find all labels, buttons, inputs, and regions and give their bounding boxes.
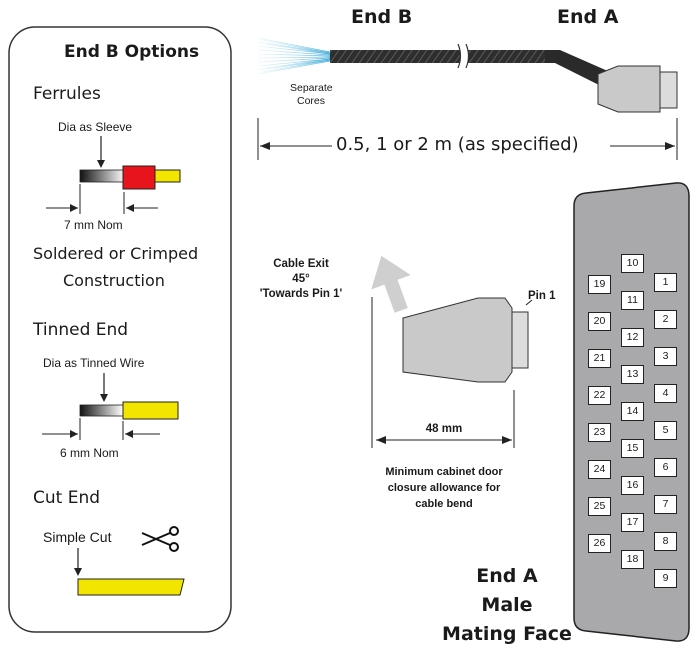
pin: 22 <box>588 386 611 405</box>
pin: 17 <box>621 513 644 532</box>
pin1-leader <box>525 299 533 306</box>
tinned-end-dia-label: Dia as Tinned Wire <box>43 356 145 370</box>
pin: 15 <box>621 439 644 458</box>
pin: 6 <box>654 458 677 477</box>
ferrules-construction-line1: Soldered or Crimped <box>33 244 199 263</box>
cable-exit-label-line2: 45° <box>292 273 310 285</box>
ferrule-drawing <box>46 136 181 214</box>
cable-break-mark <box>457 43 470 69</box>
mating-face-title-line3: Mating Face <box>442 623 572 645</box>
door-note-line2: closure allowance for <box>387 482 501 494</box>
tinned-end-drawing <box>42 373 179 440</box>
pin: 1 <box>654 273 677 292</box>
separate-cores <box>257 37 331 75</box>
width-label: 48 mm <box>425 423 463 435</box>
pin: 23 <box>588 423 611 442</box>
cut-end-label: Simple Cut <box>43 529 112 545</box>
pin: 14 <box>621 402 644 421</box>
pin: 13 <box>621 365 644 384</box>
pin: 16 <box>621 476 644 495</box>
pin: 2 <box>654 310 677 329</box>
ferrules-dia-label: Dia as Sleeve <box>58 120 133 134</box>
pin: 25 <box>588 497 611 516</box>
pin: 8 <box>654 532 677 551</box>
door-note-line1: Minimum cabinet door <box>385 466 503 478</box>
braided-cable-end <box>468 50 545 63</box>
pin: 24 <box>588 460 611 479</box>
end-b-label: End B <box>351 6 413 28</box>
ferrules-heading: Ferrules <box>33 84 101 104</box>
connector-side-view <box>402 297 529 383</box>
pin: 19 <box>588 275 611 294</box>
mating-face-title-line2: Male <box>481 594 533 616</box>
pin: 10 <box>621 254 644 273</box>
length-label: 0.5, 1 or 2 m (as specified) <box>336 134 579 155</box>
end-a-label: End A <box>557 6 619 28</box>
pin: 18 <box>621 550 644 569</box>
cut-end-heading: Cut End <box>33 488 101 508</box>
pin: 3 <box>654 347 677 366</box>
pin: 4 <box>654 384 677 403</box>
cable-exit-label-line1: Cable Exit <box>273 258 329 270</box>
pin: 7 <box>654 495 677 514</box>
tinned-end-heading: Tinned End <box>33 320 129 340</box>
pin1-label: Pin 1 <box>528 290 556 302</box>
pin: 11 <box>621 291 644 310</box>
pin: 20 <box>588 312 611 331</box>
braided-cable <box>330 50 460 63</box>
scissors-icon <box>141 526 179 552</box>
end-a-connector-top <box>597 65 678 113</box>
width-dimension <box>376 436 512 444</box>
cores-label-line1: Separate <box>290 82 333 94</box>
ferrules-dimension: 7 mm Nom <box>64 218 123 232</box>
cable-exit-arrow <box>371 255 411 313</box>
pin: 21 <box>588 349 611 368</box>
pin: 9 <box>654 569 677 588</box>
length-dimension <box>257 118 678 160</box>
options-panel-title: End B Options <box>64 42 200 62</box>
cable-exit-label-line3: 'Towards Pin 1' <box>259 288 343 300</box>
cut-end-drawing <box>74 548 185 596</box>
mating-face-title-line1: End A <box>476 565 538 587</box>
pin: 5 <box>654 421 677 440</box>
cable-bend <box>545 50 610 87</box>
cores-label-line2: Cores <box>297 95 326 107</box>
tinned-end-dimension: 6 mm Nom <box>60 446 119 460</box>
pin: 26 <box>588 534 611 553</box>
ferrules-construction-line2: Construction <box>63 271 165 290</box>
pin: 12 <box>621 328 644 347</box>
door-note-line3: cable bend <box>415 498 473 510</box>
